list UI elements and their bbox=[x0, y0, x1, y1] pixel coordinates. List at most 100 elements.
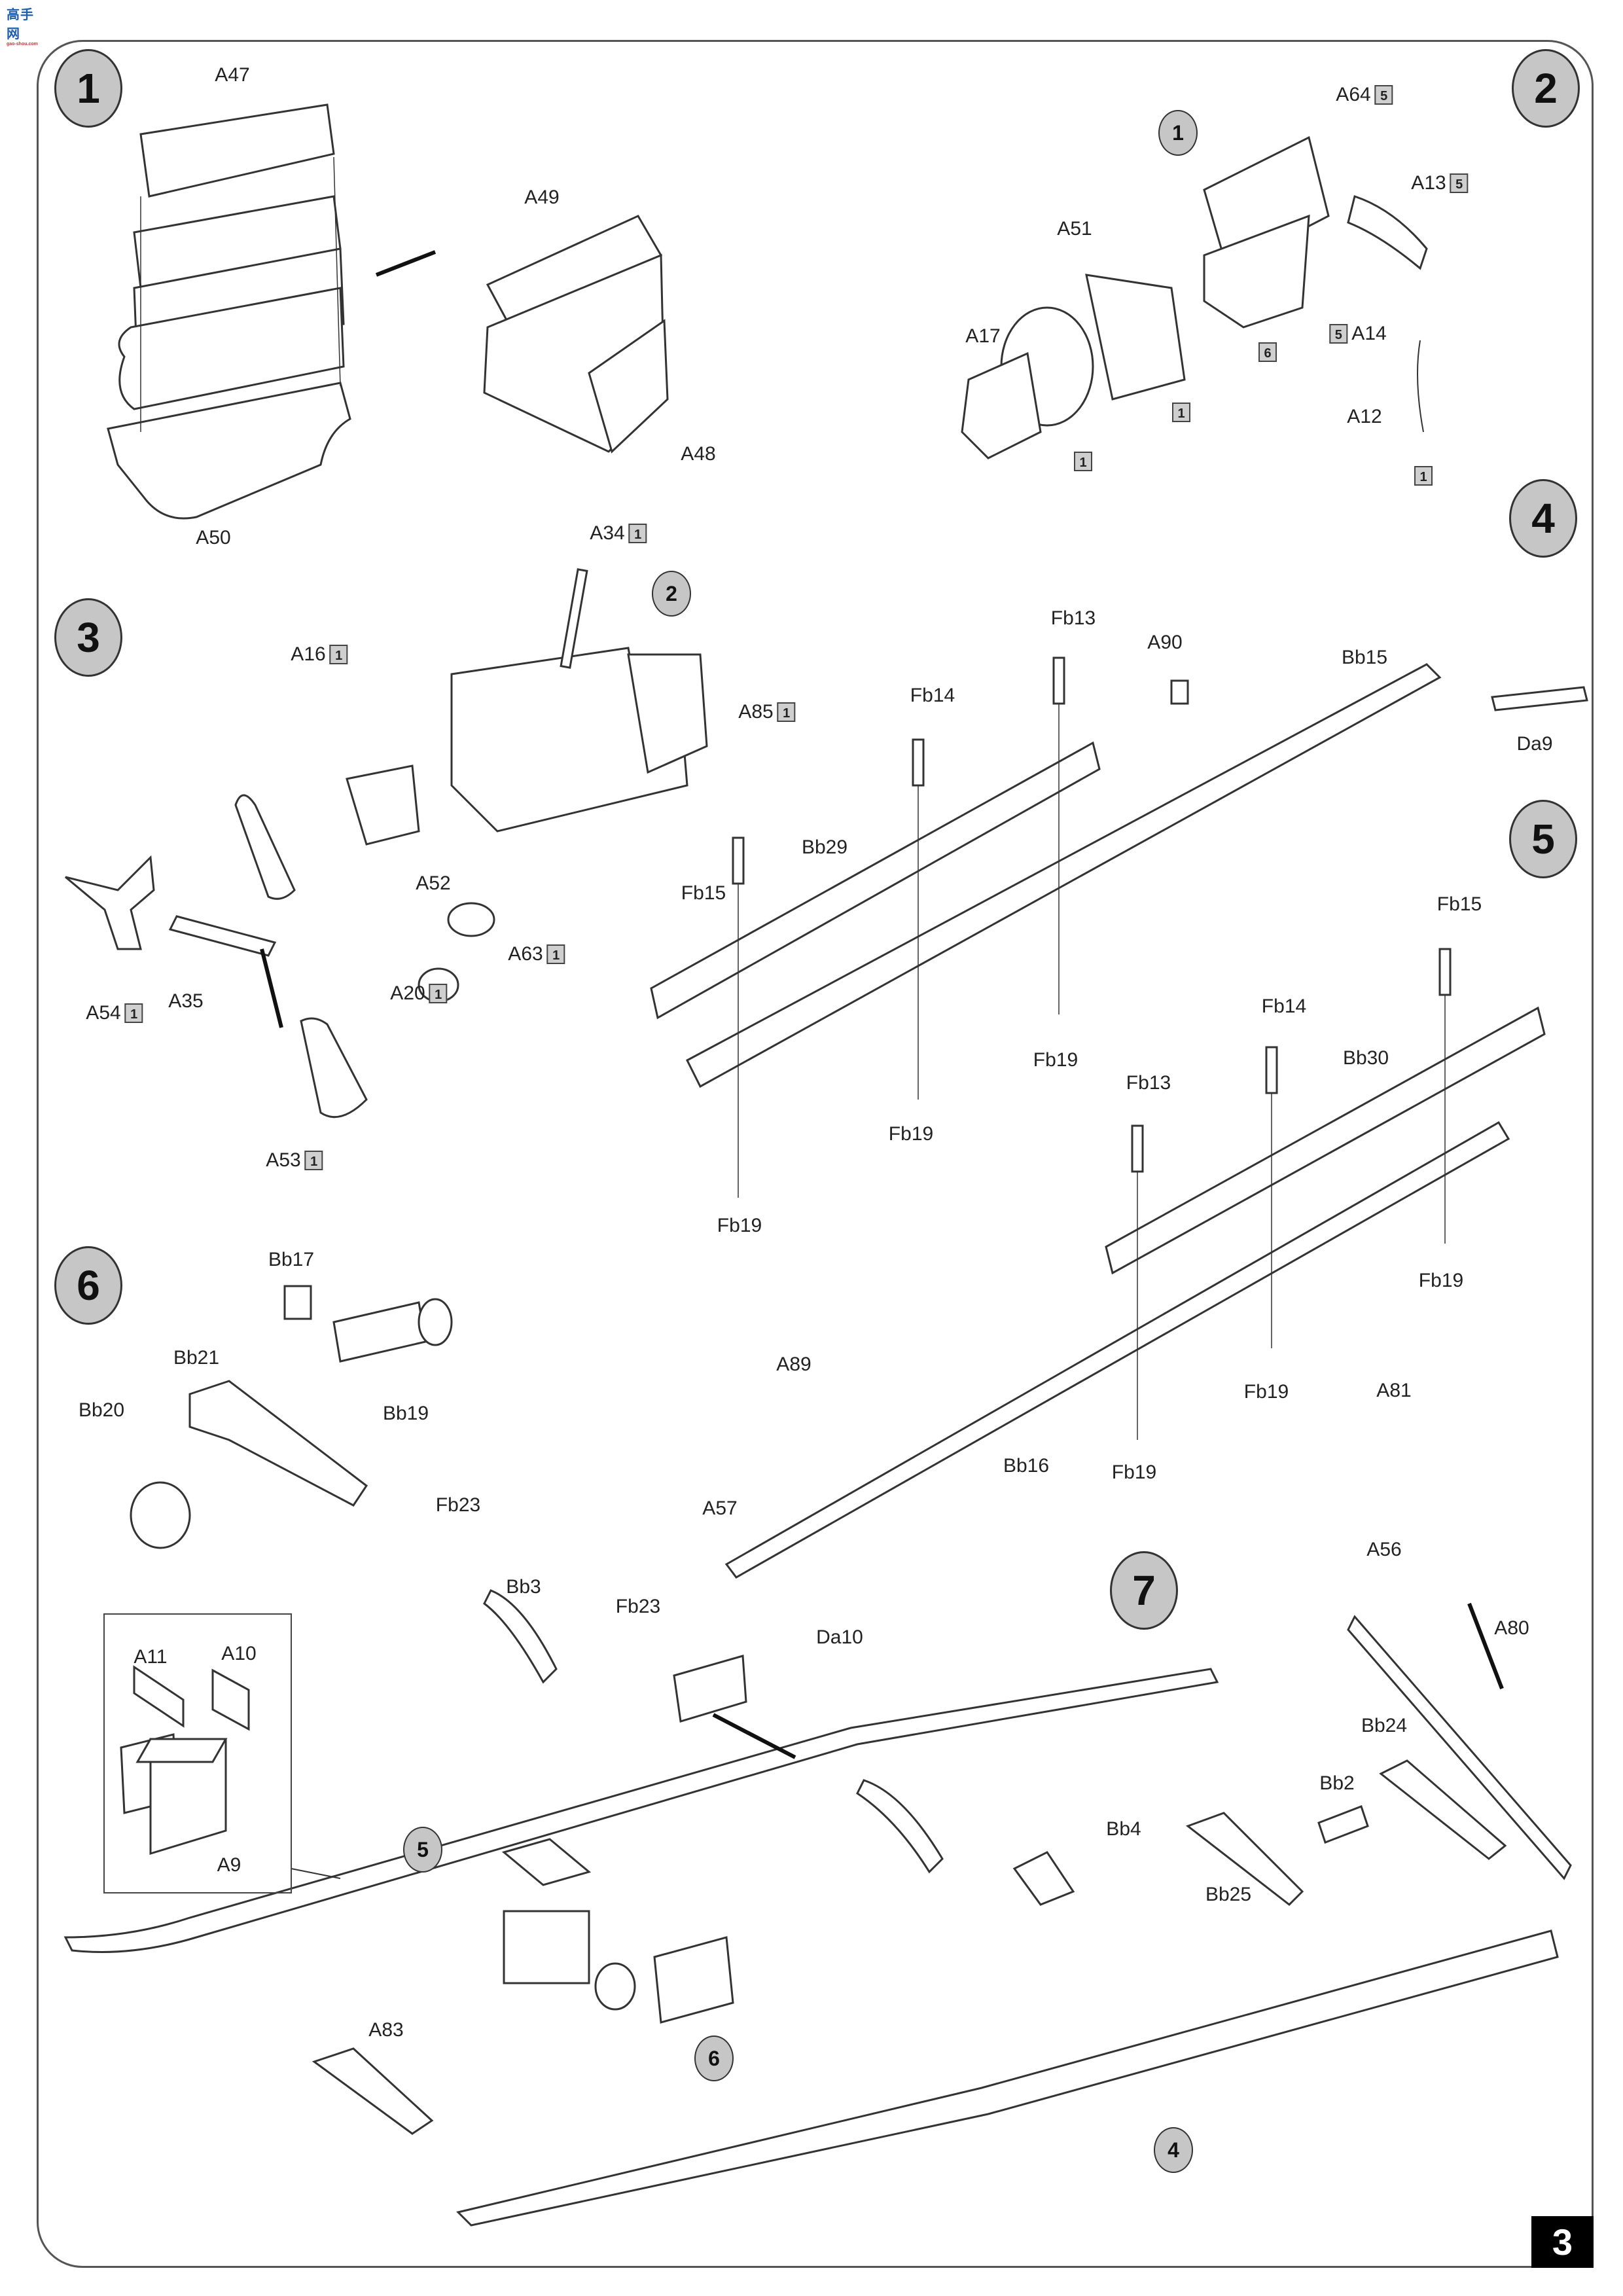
part-code: A90 bbox=[1147, 632, 1183, 653]
part-label-fb15-step4: Fb15 bbox=[681, 882, 726, 905]
part-code: A81 bbox=[1376, 1380, 1412, 1401]
part-label-bb30: Bb30 bbox=[1343, 1047, 1389, 1069]
part-label-a11: A11 bbox=[134, 1646, 167, 1668]
engine-fan-drawing bbox=[65, 568, 708, 1119]
step-1-marker: 1 bbox=[54, 49, 122, 128]
part-code: A10 bbox=[221, 1643, 257, 1664]
part-label-a10: A10 bbox=[221, 1643, 256, 1665]
part-label-a9: A9 bbox=[217, 1854, 241, 1876]
part-label-fb14-step5: Fb14 bbox=[1262, 996, 1306, 1018]
frame-rails-step4-drawing bbox=[650, 656, 1588, 1198]
part-code: A52 bbox=[416, 872, 451, 894]
subassembly-ref-4: 4 bbox=[1154, 2127, 1193, 2173]
step-ref-badge: 1 bbox=[777, 702, 796, 722]
battery-inset-drawing bbox=[133, 1665, 250, 1856]
step2-block-badge: 6 bbox=[1258, 342, 1277, 362]
part-code: A85 bbox=[738, 701, 774, 723]
part-code: Fb19 bbox=[888, 1123, 934, 1145]
part-code: A35 bbox=[168, 990, 204, 1012]
crankcase-drawing bbox=[483, 215, 669, 454]
part-code: A64 bbox=[1336, 84, 1371, 105]
part-code: Bb19 bbox=[382, 1403, 429, 1424]
part-code: A51 bbox=[1057, 218, 1092, 240]
step7-direction-arrow-right bbox=[1467, 1602, 1504, 1690]
step-ref-badge: 1 bbox=[1172, 403, 1190, 422]
part-code: A12 bbox=[1347, 406, 1382, 427]
instruction-page-frame bbox=[37, 40, 1594, 2268]
part-code: A50 bbox=[196, 527, 231, 548]
step-ref-badge: 1 bbox=[304, 1151, 323, 1170]
part-code: Bb4 bbox=[1106, 1818, 1141, 1840]
part-label-bb16: Bb16 bbox=[1003, 1455, 1049, 1477]
part-code: Bb24 bbox=[1361, 1715, 1408, 1736]
step-3-marker: 3 bbox=[54, 598, 122, 677]
part-label-a12: A12 bbox=[1347, 406, 1382, 428]
frame-rails-step5-drawing bbox=[724, 948, 1546, 1579]
part-label-fb23-left: Fb23 bbox=[436, 1494, 480, 1516]
part-code: A56 bbox=[1366, 1539, 1402, 1560]
part-code: Fb13 bbox=[1050, 607, 1096, 629]
step-ref-badge: 1 bbox=[1074, 452, 1092, 471]
part-label-a50: A50 bbox=[196, 527, 230, 549]
part-label-bb19: Bb19 bbox=[383, 1403, 429, 1425]
subassembly-ref-2: 2 bbox=[652, 571, 691, 617]
part-code: Fb19 bbox=[1033, 1049, 1079, 1071]
part-label-a51: A51 bbox=[1057, 218, 1092, 240]
part-label-bb3: Bb3 bbox=[506, 1576, 541, 1598]
part-label-a52: A52 bbox=[416, 872, 450, 895]
part-label-bb20: Bb20 bbox=[79, 1399, 124, 1422]
part-label-fb15-step5: Fb15 bbox=[1437, 893, 1482, 916]
part-label-bb2: Bb2 bbox=[1319, 1772, 1354, 1795]
step-ref-badge: 1 bbox=[546, 944, 565, 964]
step-7-marker: 7 bbox=[1110, 1551, 1178, 1630]
part-code: A20 bbox=[390, 982, 425, 1004]
part-code: A34 bbox=[590, 522, 625, 544]
part-label-a57: A57 bbox=[702, 1498, 737, 1520]
part-label-a89: A89 bbox=[776, 1354, 811, 1376]
a51-badge: 1 bbox=[1172, 403, 1190, 422]
part-code: Fb19 bbox=[1418, 1270, 1464, 1291]
part-code: Fb23 bbox=[435, 1494, 481, 1516]
step-ref-badge: 5 bbox=[1329, 324, 1348, 344]
a12-badge: 1 bbox=[1414, 466, 1433, 486]
part-label-fb19-step5-c: Fb19 bbox=[1112, 1462, 1156, 1484]
part-code: Bb15 bbox=[1341, 647, 1388, 668]
part-label-a48: A48 bbox=[681, 443, 715, 465]
step-2-marker: 2 bbox=[1512, 49, 1580, 128]
step1-direction-arrow bbox=[375, 250, 437, 277]
part-label-fb14-step4: Fb14 bbox=[910, 685, 955, 707]
step-ref-badge: 1 bbox=[329, 645, 348, 664]
part-code: Fb19 bbox=[1111, 1462, 1157, 1483]
step-ref-badge: 1 bbox=[429, 984, 448, 1003]
part-label-bb4: Bb4 bbox=[1106, 1818, 1141, 1840]
part-label-a81: A81 bbox=[1376, 1380, 1411, 1402]
part-code: Fb19 bbox=[717, 1215, 762, 1236]
part-label-bb24: Bb24 bbox=[1361, 1715, 1407, 1737]
part-code: A9 bbox=[217, 1854, 241, 1876]
part-label-fb19-step5-a: Fb19 bbox=[1419, 1270, 1463, 1292]
step-4-marker: 4 bbox=[1509, 479, 1577, 558]
part-label-da9: Da9 bbox=[1516, 733, 1552, 755]
part-label-bb25: Bb25 bbox=[1205, 1884, 1251, 1906]
part-code: Bb21 bbox=[173, 1347, 220, 1369]
part-code: A63 bbox=[508, 943, 543, 965]
part-label-bb21: Bb21 bbox=[173, 1347, 219, 1369]
part-code: A83 bbox=[368, 2019, 404, 2041]
part-code: Bb25 bbox=[1205, 1884, 1252, 1905]
part-code: Fb23 bbox=[615, 1596, 661, 1617]
part-code: Fb15 bbox=[1436, 893, 1482, 915]
subassembly-ref-5: 5 bbox=[403, 1827, 442, 1873]
part-code: Fb13 bbox=[1126, 1072, 1171, 1094]
part-label-bb15: Bb15 bbox=[1342, 647, 1387, 669]
part-code: A17 bbox=[965, 325, 1001, 347]
part-label-fb13-step5: Fb13 bbox=[1126, 1072, 1171, 1094]
inset-pointer bbox=[291, 1868, 341, 1879]
subassembly-ref-6: 6 bbox=[694, 2036, 734, 2081]
